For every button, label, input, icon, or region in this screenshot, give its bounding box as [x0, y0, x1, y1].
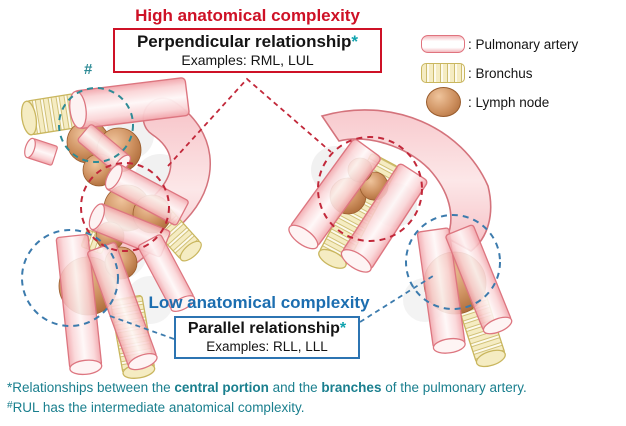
pulmonary-artery-branch: [55, 233, 103, 376]
parallel-relationship-label: Parallel relationship*: [187, 320, 347, 337]
parallel-relationship-box: Parallel relationship* Examples: RLL, LL…: [174, 316, 360, 359]
hash-marker: #: [84, 61, 93, 78]
legend-row-pulmonary-artery: : Pulmonary artery: [418, 31, 623, 57]
perpendicular-dashed-circle: [317, 136, 423, 242]
legend-label: : Pulmonary artery: [468, 36, 579, 52]
legend-label: : Lymph node: [468, 94, 550, 110]
legend: : Pulmonary artery : Bronchus : Lymph no…: [418, 31, 623, 118]
parallel-dashed-circle: [405, 214, 501, 310]
parallel-connector-line-left: [109, 315, 175, 340]
asterisk-marker: *: [351, 32, 359, 51]
pulmonary-artery-branch: [104, 164, 189, 226]
left-lung-figure: [20, 77, 211, 379]
parallel-examples: Examples: RLL, LLL: [206, 339, 328, 354]
pulmonary-artery-branch: [288, 138, 381, 250]
bronchus-icon: [421, 63, 465, 83]
perpendicular-relationship-box: Perpendicular relationship* Examples: RM…: [113, 28, 382, 73]
pulmonary-artery-branch: [87, 242, 158, 371]
perpendicular-dashed-circle: [80, 162, 170, 252]
pulmonary-artery-branch: [416, 227, 466, 354]
legend-row-bronchus: : Bronchus: [418, 60, 623, 86]
footnotes: *Relationships between the central porti…: [7, 379, 623, 416]
perpendicular-connector-line: [167, 77, 332, 167]
pulmonary-artery-branch: [69, 77, 190, 130]
rul-dashed-circle: [58, 87, 134, 163]
parallel-dashed-circle: [21, 229, 119, 327]
right-lung-figure: [288, 109, 513, 368]
footnote-asterisk: *Relationships between the central porti…: [7, 380, 527, 395]
legend-row-lymph-node: : Lymph node: [418, 87, 623, 117]
lymph-node-icon: [425, 87, 461, 117]
asterisk-marker: *: [339, 320, 347, 337]
footnote-hash: #RUL has the intermediate anatomical com…: [7, 399, 305, 415]
bronchus: [20, 93, 80, 136]
low-complexity-title: Low anatomical complexity: [148, 293, 370, 312]
pulmonary-artery-branch: [137, 234, 196, 312]
high-complexity-title: High anatomical complexity: [135, 6, 360, 25]
pulmonary-artery-icon: [421, 35, 465, 53]
perpendicular-examples: Examples: RML, LUL: [181, 52, 314, 68]
pulmonary-artery-branch: [24, 137, 58, 166]
pulmonary-artery-branch: [445, 224, 513, 335]
pulmonary-artery-branch: [340, 163, 428, 273]
legend-label: : Bronchus: [468, 65, 533, 81]
perpendicular-relationship-label: Perpendicular relationship*: [136, 32, 359, 51]
